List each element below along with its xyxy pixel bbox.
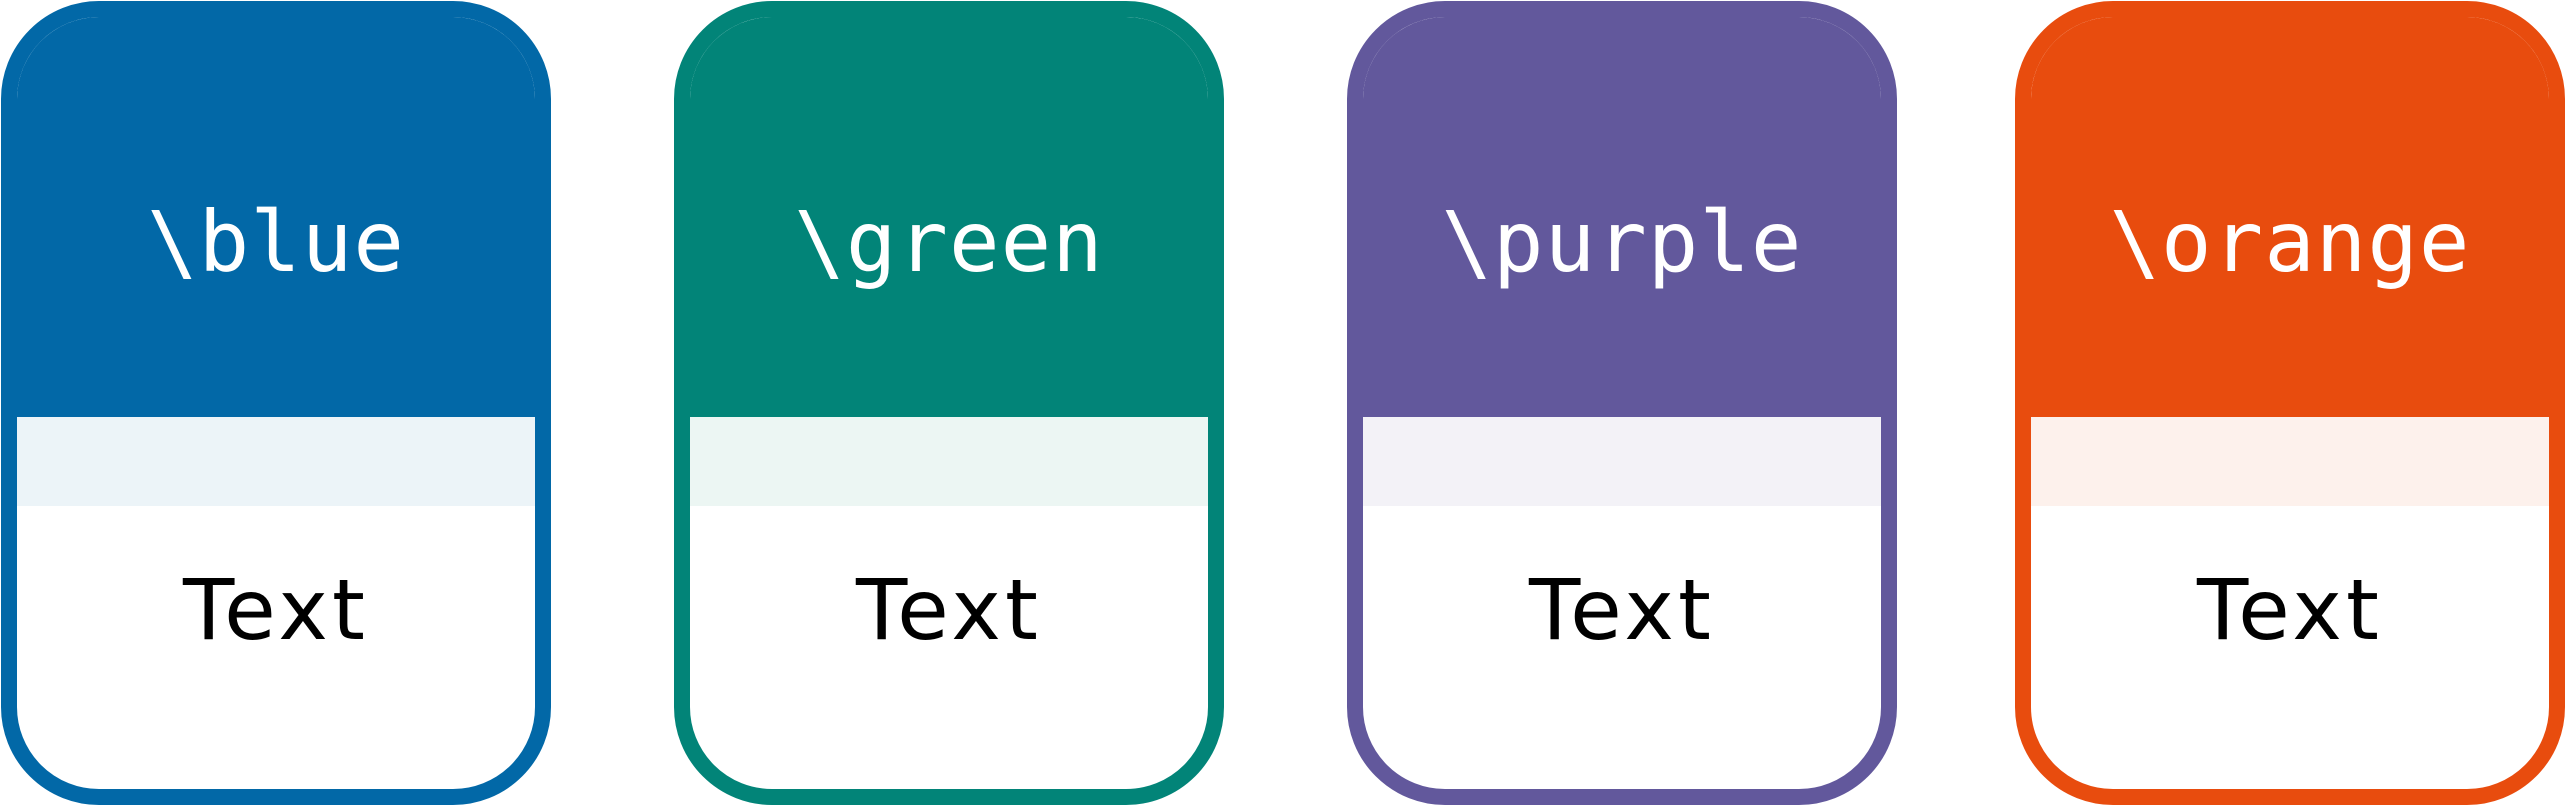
card-purple: \purple Text xyxy=(1347,1,1897,805)
card-header: \orange xyxy=(2031,17,2549,417)
card-title: \green xyxy=(794,193,1104,291)
card-tint-band xyxy=(17,417,535,506)
card-header: \green xyxy=(690,17,1208,417)
card-body: Text xyxy=(1363,506,1881,789)
card-green: \green Text xyxy=(674,1,1224,805)
card-title: \blue xyxy=(147,193,405,291)
card-title: \purple xyxy=(1441,193,1803,291)
card-blue: \blue Text xyxy=(1,1,551,805)
card-body: Text xyxy=(17,506,535,789)
card-tint-band xyxy=(2031,417,2549,506)
card-text: Text xyxy=(1529,560,1715,659)
card-header: \purple xyxy=(1363,17,1881,417)
card-tint-band xyxy=(1363,417,1881,506)
card-text: Text xyxy=(2197,560,2383,659)
card-body: Text xyxy=(2031,506,2549,789)
card-text: Text xyxy=(856,560,1042,659)
card-header: \blue xyxy=(17,17,535,417)
card-text: Text xyxy=(183,560,369,659)
card-orange: \orange Text xyxy=(2015,1,2565,805)
card-title: \orange xyxy=(2109,193,2471,291)
card-body: Text xyxy=(690,506,1208,789)
card-tint-band xyxy=(690,417,1208,506)
